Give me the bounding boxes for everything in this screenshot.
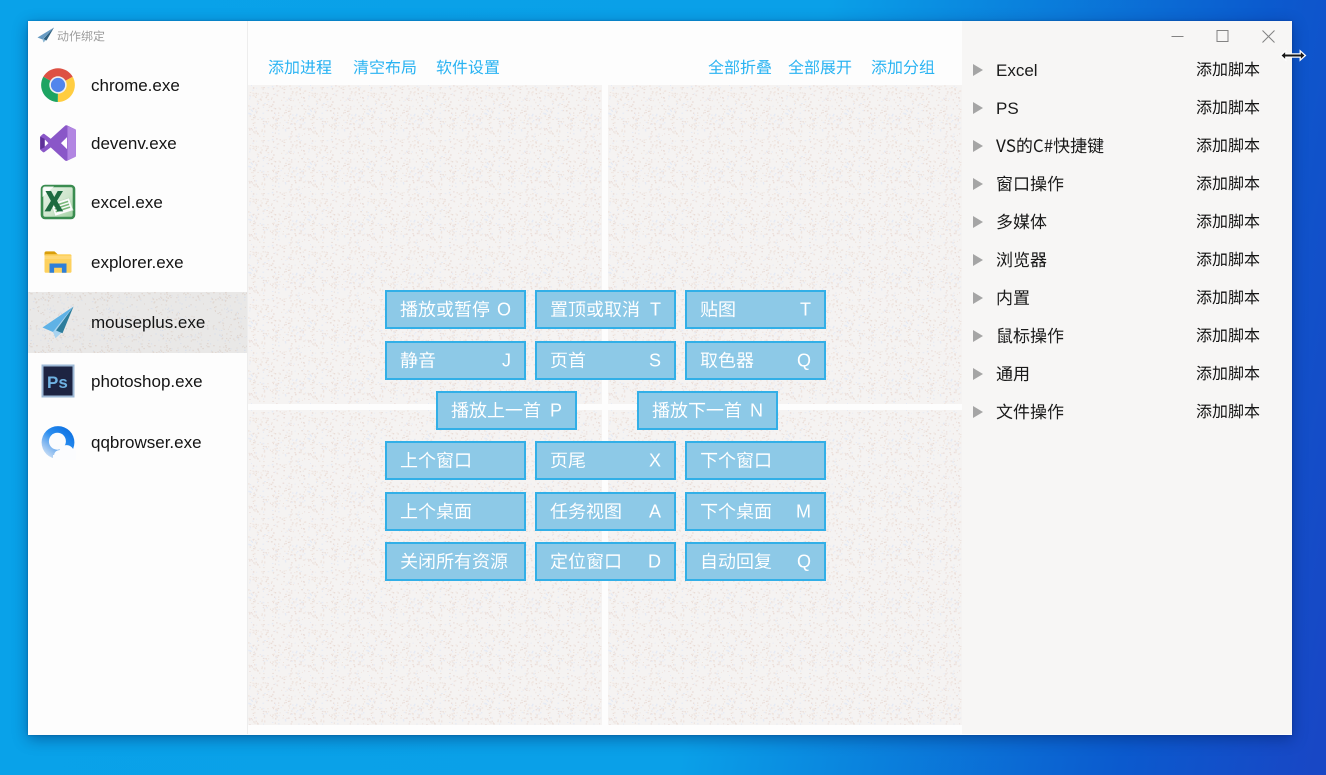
svg-text:Ps: Ps: [47, 373, 68, 392]
